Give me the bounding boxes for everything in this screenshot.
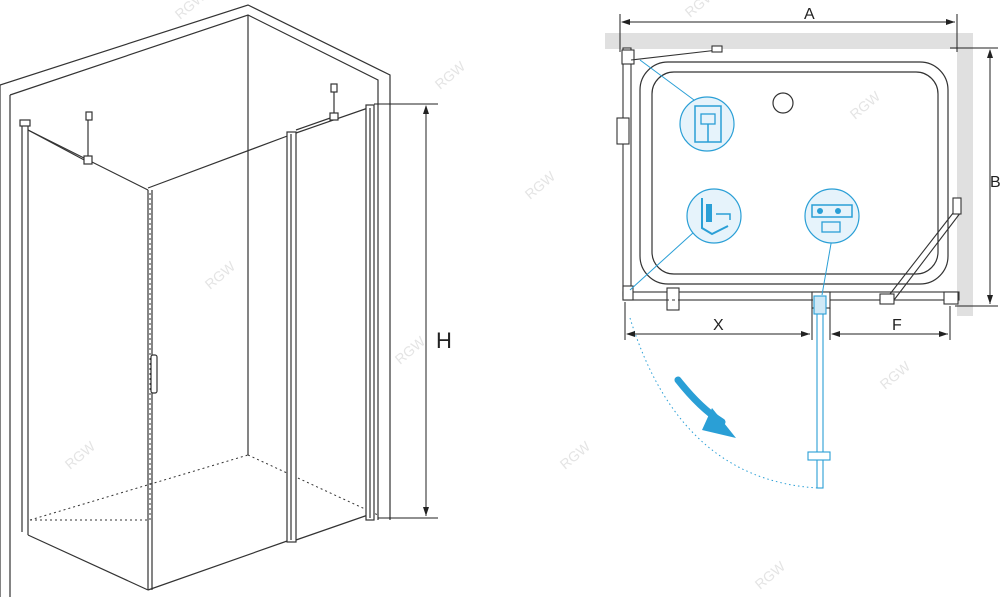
hinge-detail-icon	[639, 59, 735, 152]
watermark-6: RGW	[522, 168, 559, 203]
watermark-8: RGW	[847, 88, 884, 123]
watermark-4: RGW	[62, 438, 99, 473]
door-handle	[150, 354, 158, 394]
watermark-10: RGW	[752, 558, 789, 593]
watermark-5: RGW	[557, 438, 594, 473]
height-label: H	[436, 328, 452, 353]
side-panel	[19, 119, 149, 591]
depth-label: B	[990, 174, 1001, 191]
open-door	[807, 295, 831, 489]
wall-outline	[0, 4, 391, 597]
plan-front-panels	[622, 197, 962, 311]
plan-side-panel	[616, 45, 723, 297]
watermark-9: RGW	[877, 358, 914, 393]
watermark-7: RGW	[682, 0, 719, 20]
door-offset-label: X	[713, 317, 724, 334]
shower-tray	[639, 61, 949, 285]
fixed-front-panel	[295, 104, 375, 541]
floor-outline	[29, 190, 379, 521]
plan-walls	[605, 33, 973, 316]
plan-view	[605, 14, 998, 489]
drain-icon	[772, 92, 794, 114]
width-label: A	[804, 6, 815, 23]
seal-profile-detail-icon	[629, 188, 742, 291]
watermark-2: RGW	[202, 258, 239, 293]
perspective-view	[0, 4, 438, 597]
stabilizer-bars	[27, 83, 339, 165]
plan-dimensions	[619, 14, 998, 340]
watermark-3: RGW	[392, 333, 429, 368]
height-dimension	[374, 103, 438, 519]
fixed-panel-label: F	[892, 317, 902, 334]
door-panel	[147, 134, 291, 591]
watermark-11: RGW	[432, 58, 469, 93]
door-swing-arc	[629, 317, 819, 489]
connector-detail-icon	[804, 188, 860, 296]
clockwise-arrow-icon	[674, 376, 736, 438]
hinge-profile	[286, 131, 297, 543]
